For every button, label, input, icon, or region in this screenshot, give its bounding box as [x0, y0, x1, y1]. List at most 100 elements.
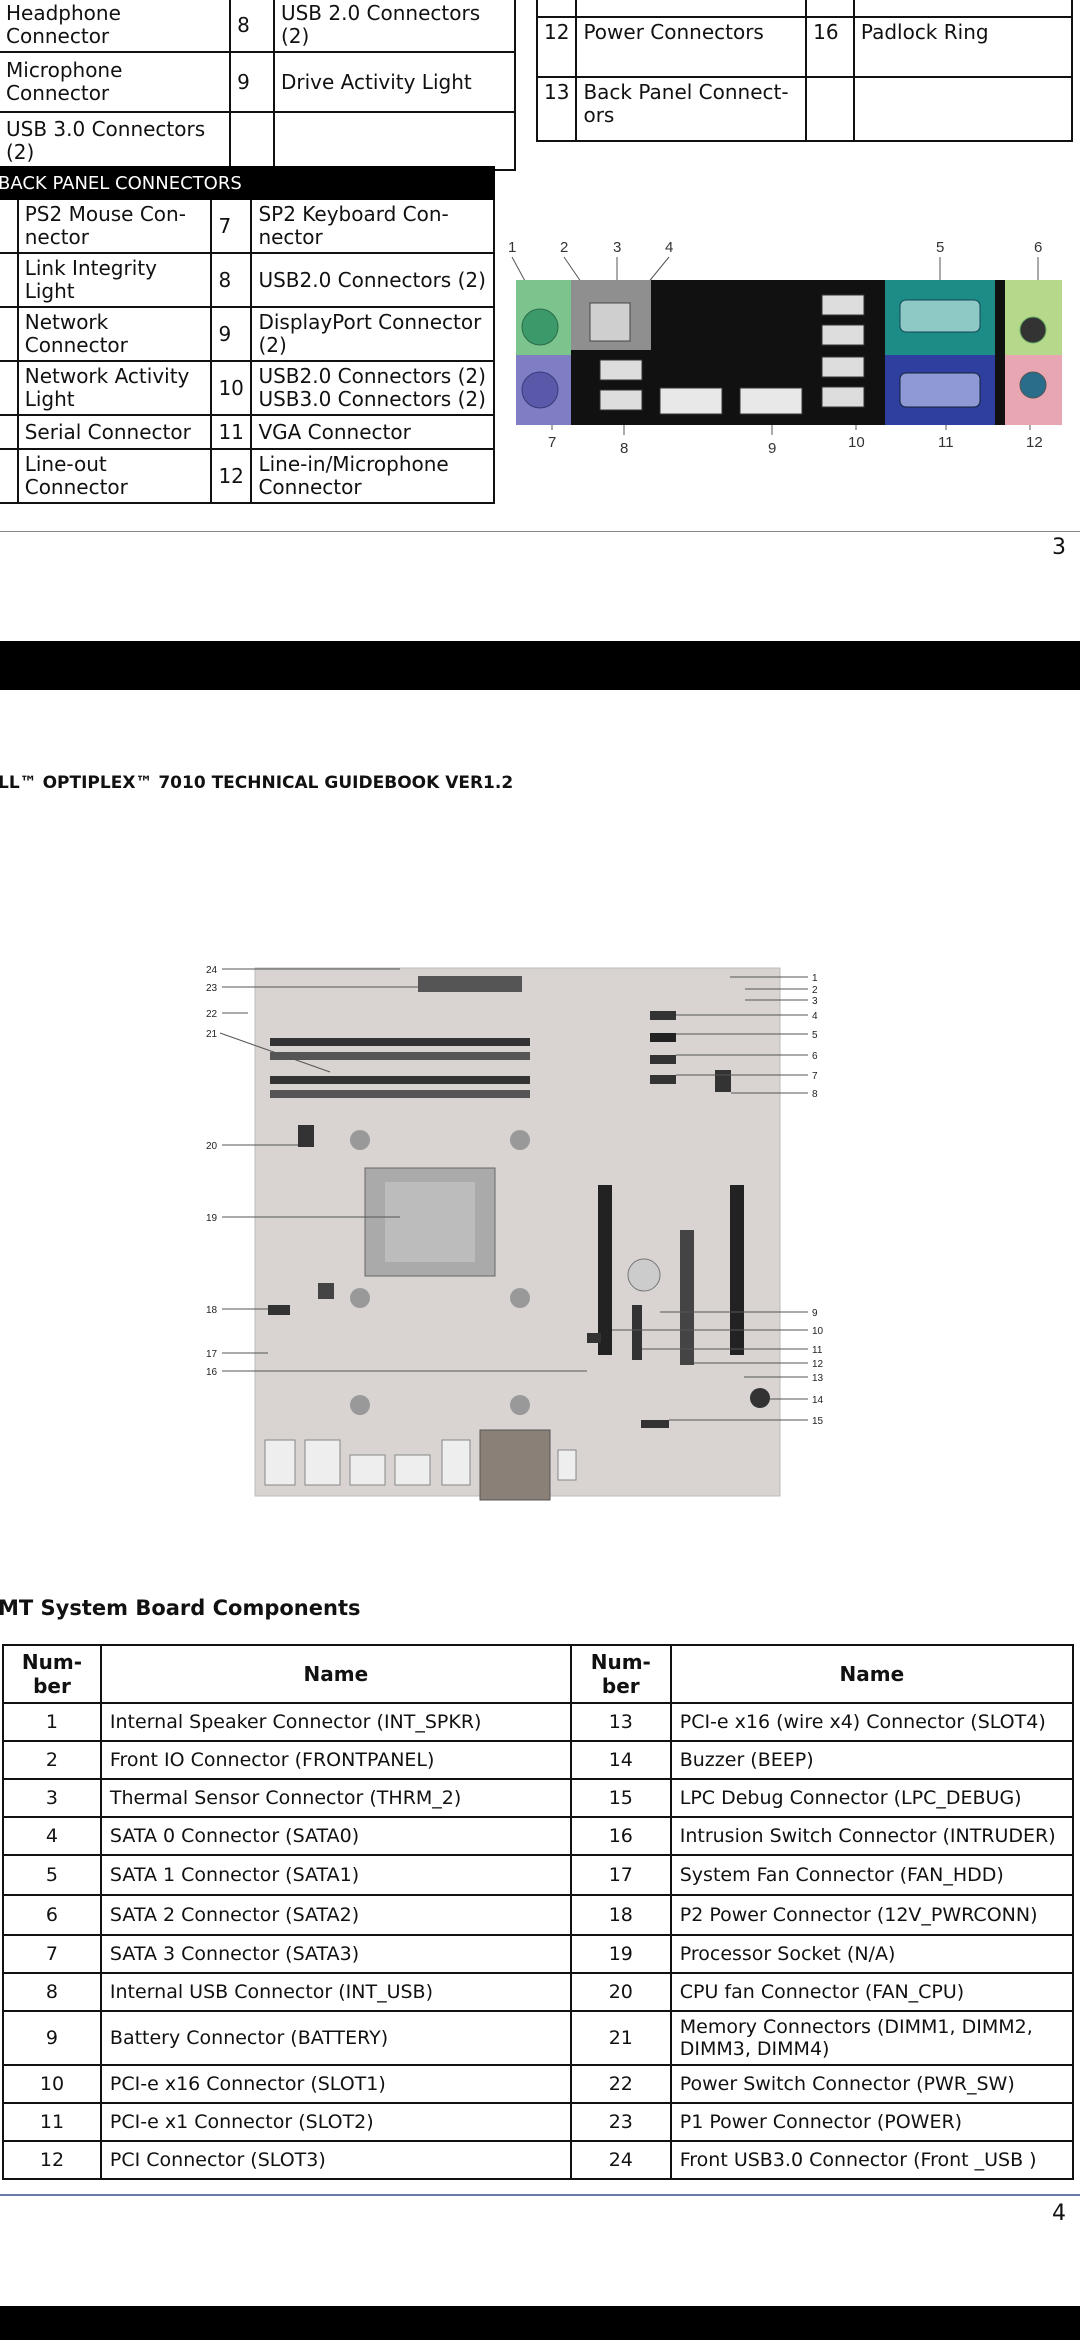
table-cell: 6 [0, 448, 19, 504]
table-row: USB 3.0 Connectors (2) [0, 111, 517, 171]
table-cell: SATA 3 Connector (SATA3) [99, 1934, 572, 1974]
table-cell: 4 [0, 360, 19, 416]
table-cell: Drive Activity Light [272, 51, 517, 113]
table-cell: Buzzer (BEEP) [669, 1740, 1075, 1780]
pcie-x16-slot-icon [598, 1185, 612, 1355]
table-cell: Line-in/Microphone Connector [250, 448, 495, 504]
table-cell: 14 [569, 1740, 672, 1780]
table-cell: Serial Connector [16, 414, 213, 450]
table-row: 3 Network Connector 9 DisplayPort Connec… [0, 306, 495, 362]
callout-label: 15 [812, 1416, 824, 1427]
back-panel-diagram: 1 2 3 4 5 6 7 8 [508, 239, 1062, 457]
front-connectors-table-left: Headphone Connector 8 USB 2.0 Connectors… [0, 0, 517, 171]
callout-label: 6 [812, 1051, 818, 1062]
table-cell: USB 3.0 Connectors (2) [0, 111, 232, 171]
table-cell: PCI Connector (SLOT3) [99, 2140, 572, 2180]
callout-label: 19 [206, 1213, 218, 1224]
usb-connector-icon [821, 386, 865, 408]
callout-label: 24 [206, 965, 218, 976]
callout-label: 13 [812, 1373, 824, 1384]
table-cell: Power Switch Connector (PWR_SW) [669, 2064, 1075, 2104]
rear-io-icon [304, 1439, 341, 1486]
front-connectors-table-right: 12 Power Connectors 16 Padlock Ring 13 B… [535, 0, 1074, 142]
table-cell: 13 [569, 1702, 672, 1742]
callout-label: 11 [938, 434, 954, 451]
table-cell: 3 [2, 1778, 102, 1818]
table-cell: 4 [2, 1816, 102, 1856]
table-cell: Memory Connectors (DIMM1, DIMM2, DIMM3, … [669, 2010, 1075, 2066]
usb-connector-icon [599, 359, 643, 381]
callout-label: 5 [936, 239, 944, 256]
table-cell: 2 [0, 252, 19, 308]
displayport-connector-icon [659, 387, 723, 415]
rear-io-icon [557, 1449, 577, 1481]
table-cell: Intrusion Switch Connector (INTRUDER) [669, 1816, 1075, 1856]
callout-label: 17 [206, 1349, 218, 1360]
table-cell: 19 [569, 1934, 672, 1974]
connector-icon [587, 1333, 601, 1343]
rear-io-icon [264, 1439, 296, 1486]
footer-rule [0, 531, 1080, 532]
fan-connector-icon [268, 1305, 290, 1315]
table-cell: Padlock Ring [852, 16, 1074, 78]
connector-icon [318, 1283, 334, 1299]
table-row: 12 Power Connectors 16 Padlock Ring [535, 16, 1074, 78]
table-header-row: BACK PANEL CONNECTORS [0, 166, 495, 200]
table-row: 4 Network Activity Light 10 USB2.0 Conne… [0, 360, 495, 416]
callout-label: 11 [812, 1345, 823, 1356]
table-cell [272, 111, 517, 171]
callout-label: 4 [665, 239, 673, 256]
table-cell [229, 111, 275, 171]
section-heading: MT System Board Components [0, 1596, 361, 1620]
table-header-row: Num-ber Name Num-ber Name [2, 1644, 1075, 1704]
table-cell: SATA 0 Connector (SATA0) [99, 1816, 572, 1856]
table-cell: 15 [569, 1778, 672, 1818]
rear-io-icon [349, 1454, 386, 1486]
table-cell: PCI-e x16 Connector (SLOT1) [99, 2064, 572, 2104]
table-cell: 12 [2, 2140, 102, 2180]
table-cell: 2 [2, 1740, 102, 1780]
page-number: 3 [1052, 535, 1066, 560]
table-cell: 16 [805, 16, 855, 78]
motherboard-outline [254, 967, 781, 1497]
table-cell: SP2 Keyboard Con-nector [250, 198, 495, 254]
table-cell: LPC Debug Connector (LPC_DEBUG) [669, 1778, 1075, 1818]
usb-connector-icon [821, 294, 865, 316]
table-cell: 12 [210, 448, 253, 504]
table-cell: P2 Power Connector (12V_PWRCONN) [669, 1894, 1075, 1936]
table-cell: Processor Socket (N/A) [669, 1934, 1075, 1974]
table-cell: System Fan Connector (FAN_HDD) [669, 1854, 1075, 1896]
table-cell: VGA Connector [250, 414, 495, 450]
table-row: 5 Serial Connector 11 VGA Connector [0, 414, 495, 450]
table-cell: 5 [0, 414, 19, 450]
sata-connector-icon [650, 1055, 676, 1064]
table-cell: 6 [2, 1894, 102, 1936]
table-cell: CPU fan Connector (FAN_CPU) [669, 1972, 1075, 2012]
table-cell: 8 [210, 252, 253, 308]
usb-connector-icon [821, 356, 865, 378]
table-cell: SATA 2 Connector (SATA2) [99, 1894, 572, 1936]
rear-io-icon [479, 1429, 551, 1501]
table-cell: Power Connectors [575, 16, 808, 78]
callout-label: 2 [812, 985, 818, 996]
back-panel-connectors-table: BACK PANEL CONNECTORS 1 PS2 Mouse Con-ne… [0, 166, 495, 504]
callout-label: 21 [206, 1029, 218, 1040]
table-cell: 9 [210, 306, 253, 362]
callout-label: 9 [768, 440, 776, 457]
memory-slots [270, 1038, 530, 1098]
table-cell: 9 [2, 2010, 102, 2066]
callout-label: 8 [812, 1089, 818, 1100]
callout-label: 20 [206, 1141, 218, 1152]
sata-connector-icon [650, 1011, 676, 1020]
table-row: 13 Back Panel Connect-ors [535, 76, 1074, 142]
internal-usb-connector-icon [715, 1070, 731, 1092]
